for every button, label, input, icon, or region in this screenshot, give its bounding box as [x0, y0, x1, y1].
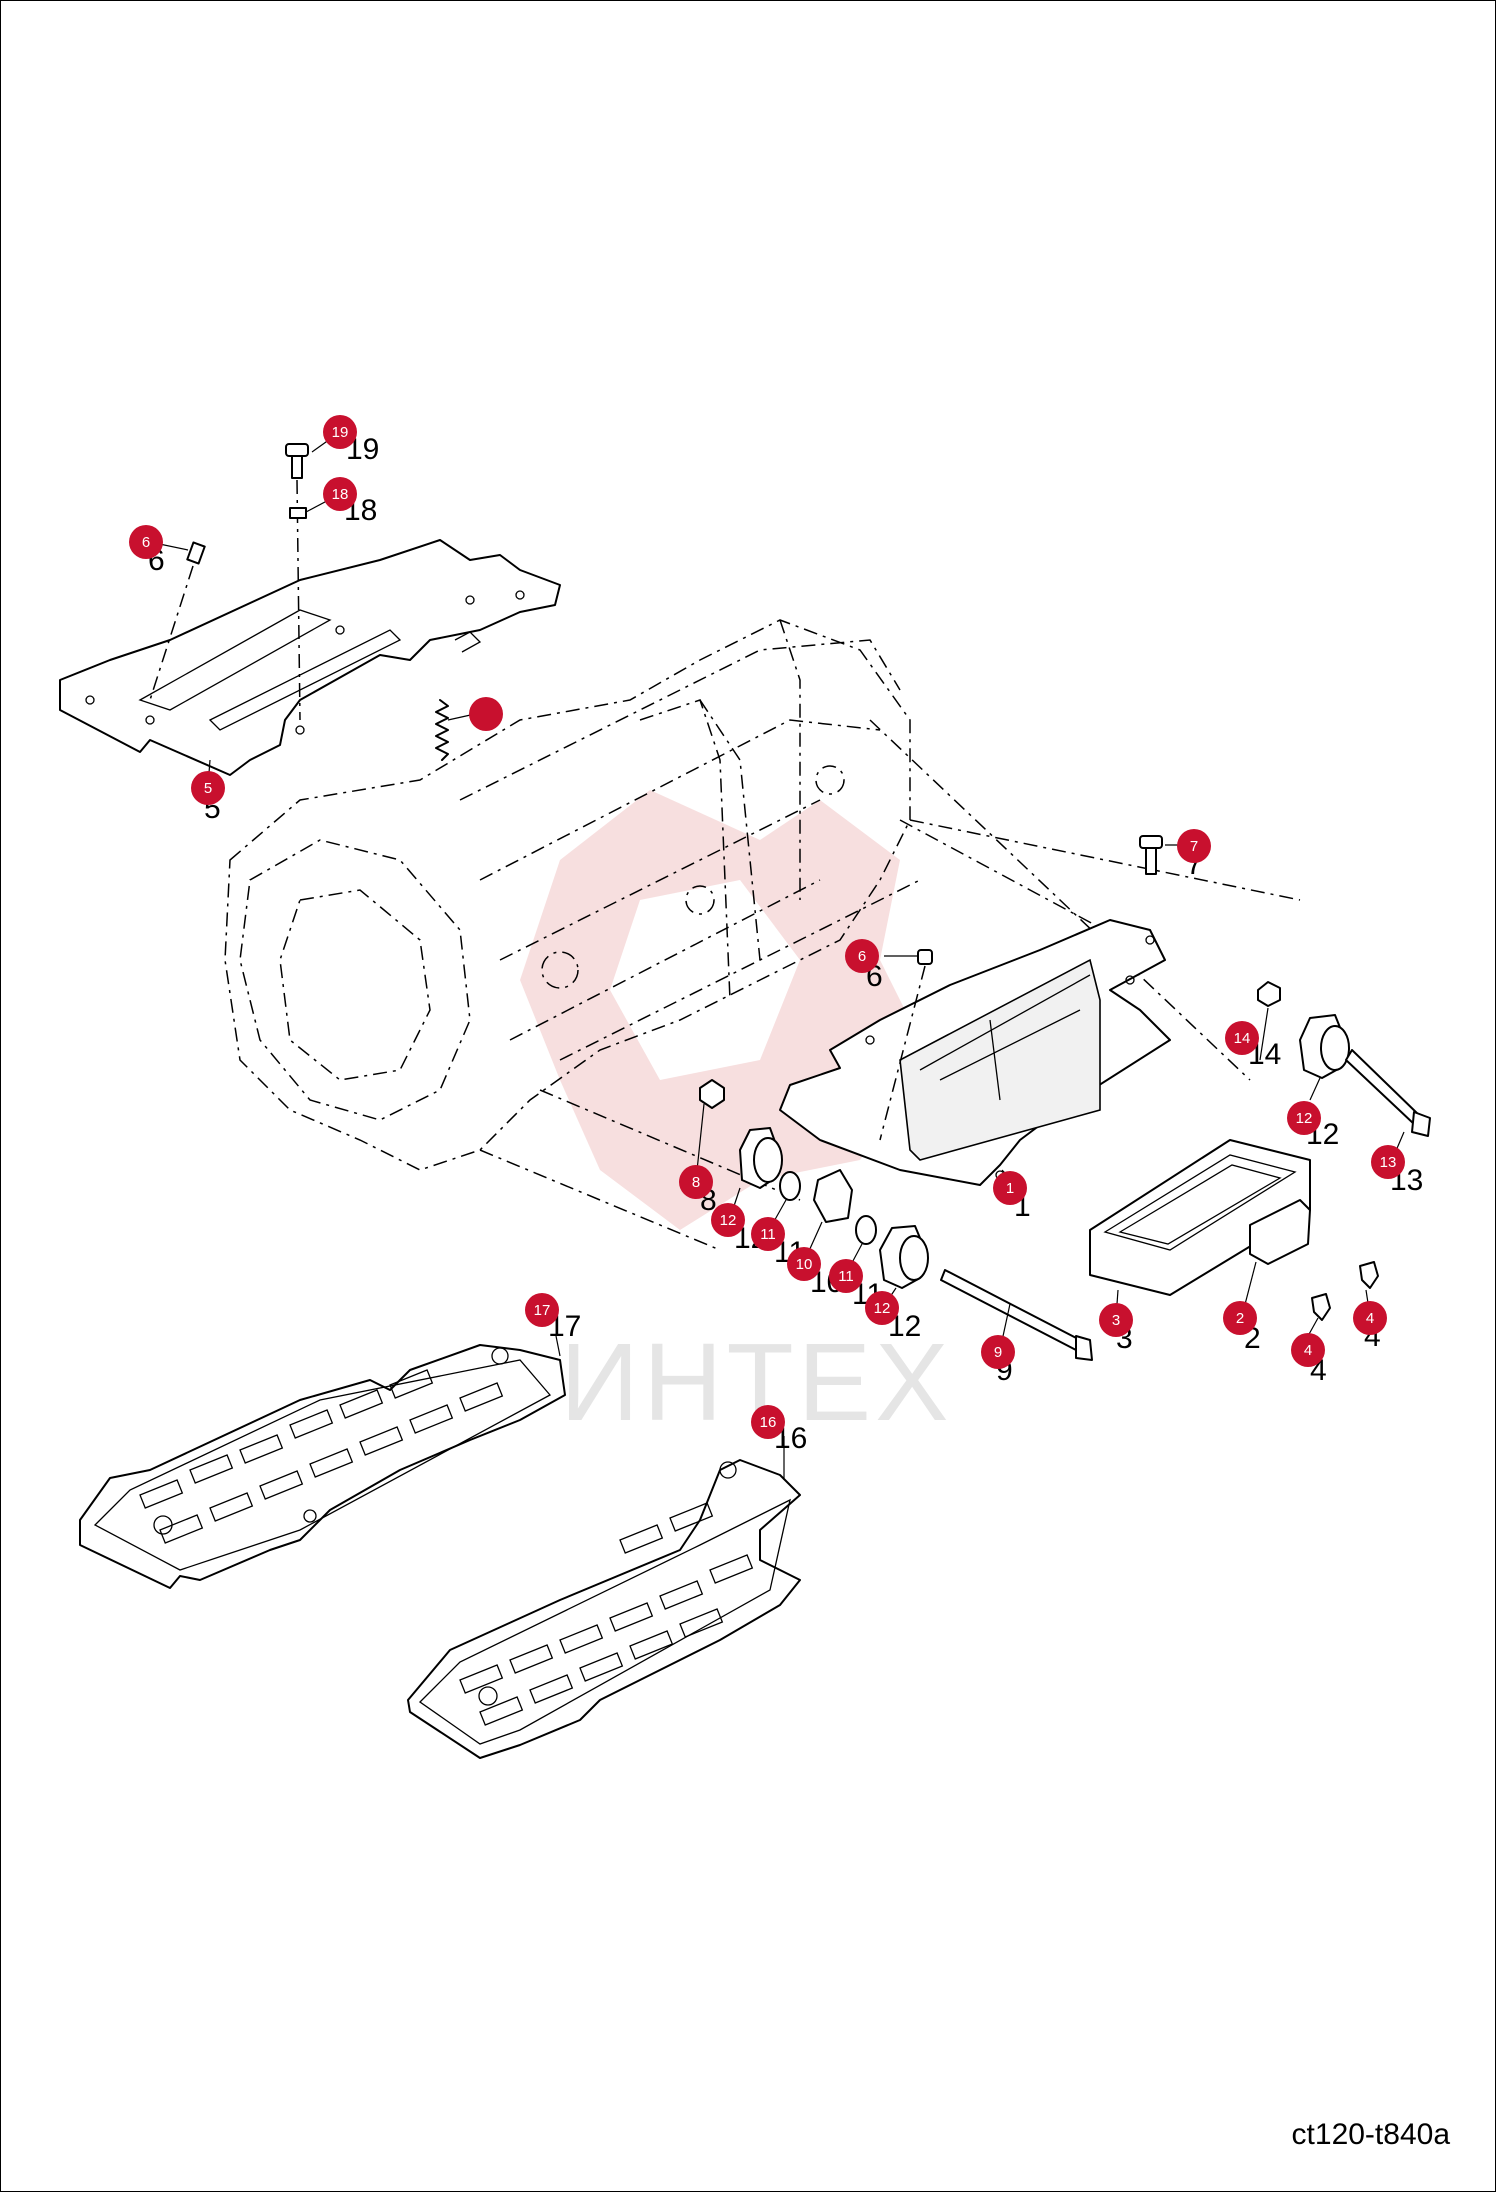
svg-text:1: 1 [1006, 1180, 1014, 1197]
floor-mat-right [407, 1459, 801, 1759]
callout-12-right: 12 12 [1287, 1101, 1339, 1151]
rubber-mount-left [739, 1127, 783, 1189]
svg-text:12: 12 [874, 1300, 891, 1317]
callout-12-mid: 12 12 [865, 1291, 921, 1343]
callout-6-right: 6 6 [845, 939, 883, 993]
callout-18: 18 18 [323, 477, 377, 527]
long-bolt-13 [1345, 1049, 1431, 1137]
callout-16: 17 17 [525, 1293, 581, 1343]
subframe-right [779, 919, 1171, 1186]
mount-bracket-10 [813, 1169, 853, 1223]
washer-11-left [779, 1171, 801, 1201]
bracket-2 [1249, 1199, 1311, 1265]
svg-text:6: 6 [858, 948, 866, 965]
bolt-6-left [149, 541, 206, 701]
callouts: 19 19 18 18 6 6 5 5 7 7 6 6 1 1 [129, 415, 1423, 1455]
long-bolt-8 [940, 1269, 1093, 1361]
svg-text:19: 19 [332, 424, 349, 441]
svg-text:12: 12 [720, 1212, 737, 1229]
fastener-4-upper [1359, 1261, 1379, 1289]
callout-4-upper: 4 4 [1353, 1301, 1387, 1353]
nut-14 [1257, 981, 1281, 1007]
callout-4-lower: 4 4 [1291, 1333, 1327, 1387]
bolt-6-right [879, 949, 933, 1141]
svg-text:3: 3 [1112, 1312, 1120, 1329]
svg-text:16: 16 [760, 1414, 777, 1431]
rubber-mount-right [1299, 1014, 1350, 1079]
svg-text:4: 4 [1366, 1310, 1374, 1327]
callout-3: 3 3 [1099, 1303, 1133, 1355]
svg-text:17: 17 [534, 1302, 551, 1319]
callout-6-left: 6 6 [129, 525, 165, 577]
svg-text:11: 11 [760, 1226, 776, 1243]
fastener-4-lower [1311, 1293, 1331, 1321]
svg-text:10: 10 [796, 1256, 813, 1273]
callout-15: 16 16 [751, 1405, 807, 1455]
svg-text:9: 9 [994, 1344, 1002, 1361]
svg-text:2: 2 [1236, 1310, 1244, 1327]
nut-18 [289, 507, 307, 519]
svg-text:5: 5 [204, 780, 212, 797]
subframe-left [59, 539, 561, 776]
svg-text:18: 18 [332, 486, 349, 503]
callout-1: 1 1 [993, 1171, 1031, 1223]
bolt-7 [1139, 835, 1163, 875]
spring-19 [435, 631, 482, 761]
svg-text:13: 13 [1380, 1154, 1397, 1171]
svg-text:12: 12 [1296, 1110, 1313, 1127]
svg-text:8: 8 [692, 1174, 700, 1191]
callout-14: 14 14 [1225, 1021, 1281, 1071]
floor-mat-left [79, 1344, 566, 1589]
svg-text:7: 7 [1190, 838, 1198, 855]
svg-text:11: 11 [838, 1268, 854, 1285]
nut-9 [699, 1079, 725, 1109]
callout-19 [469, 697, 503, 731]
svg-text:14: 14 [1234, 1030, 1251, 1047]
callout-8: 9 9 [981, 1335, 1015, 1387]
callout-9: 8 8 [679, 1165, 717, 1217]
rubber-mount-mid [879, 1225, 929, 1289]
svg-text:6: 6 [142, 534, 150, 551]
callout-17: 19 19 [323, 415, 379, 466]
callout-2: 2 2 [1223, 1301, 1261, 1355]
watermark-logo [520, 790, 930, 1230]
callout-7: 7 7 [1177, 829, 1211, 881]
bolt-17 [285, 443, 309, 721]
washer-11-right [855, 1215, 877, 1245]
callout-13: 13 13 [1371, 1145, 1423, 1197]
drawing-code: ct120-t840a [1291, 2118, 1450, 2151]
svg-text:4: 4 [1304, 1342, 1312, 1359]
callout-5: 5 5 [191, 771, 225, 825]
